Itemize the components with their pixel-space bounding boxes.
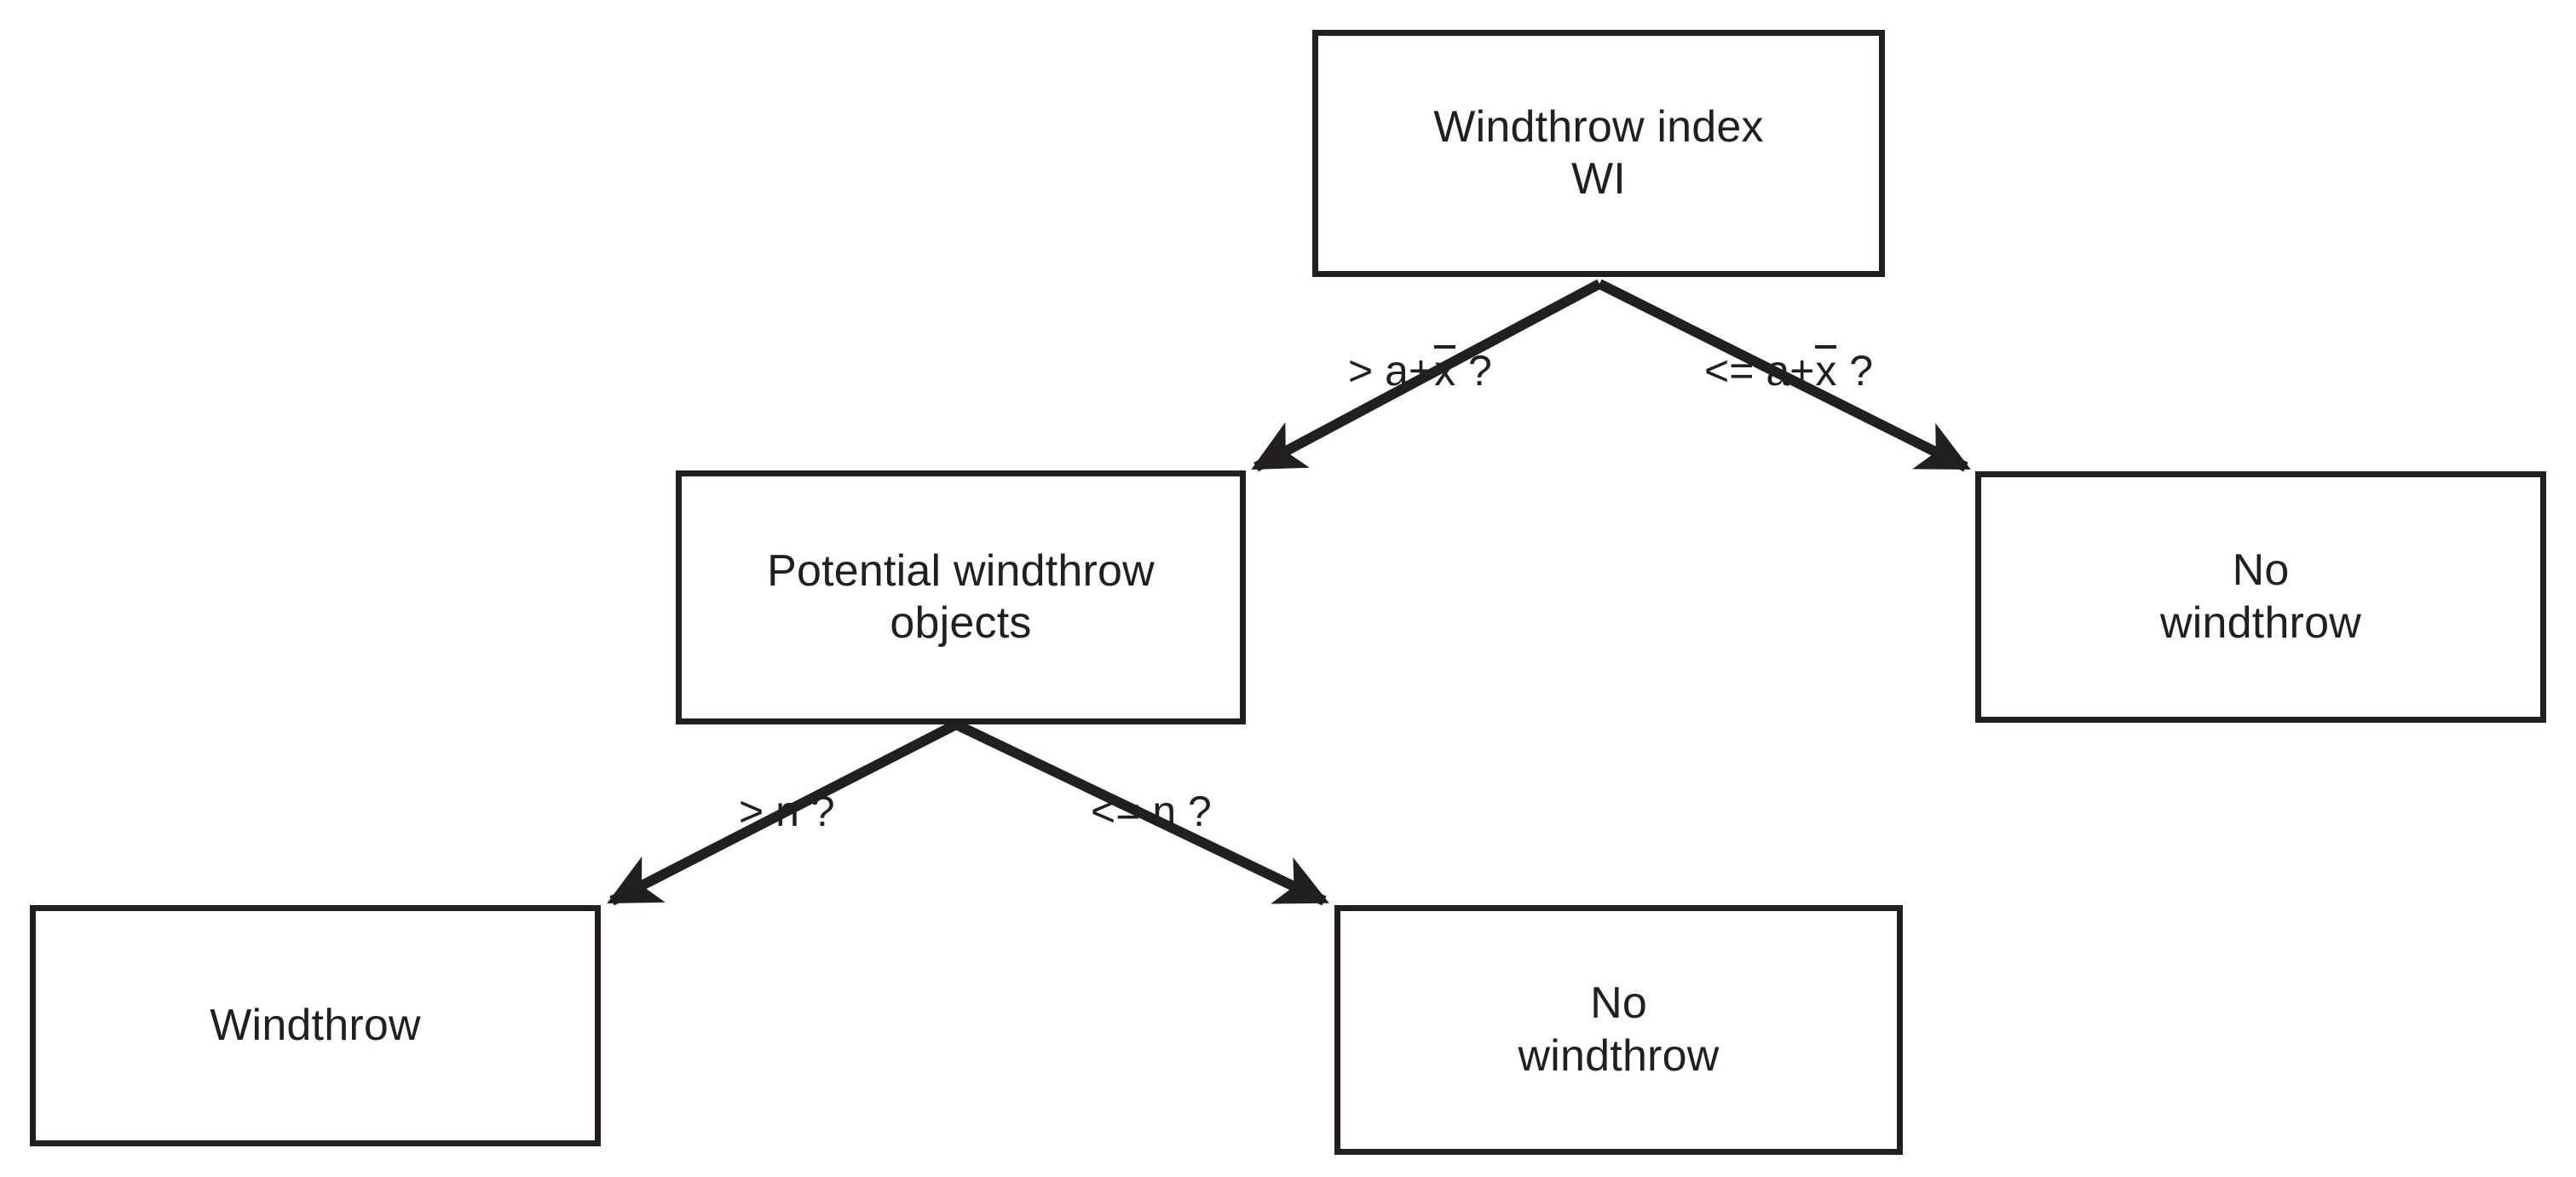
- edge-label-operator: >: [1348, 347, 1374, 395]
- node-label-potential-windthrow-objects: Potential windthrow objects: [767, 545, 1155, 648]
- edge-label-less-equal-a-plus-xbar: <= a+x ?: [1704, 345, 1873, 392]
- edge-label-question-mark: ?: [1849, 347, 1874, 395]
- edge-label-operator: <=: [1704, 347, 1755, 395]
- edge-potential-to-no-windthrow: [954, 719, 1329, 906]
- node-no-windthrow-bottom[interactable]: No windthrow: [1334, 905, 1903, 1155]
- edge-label-operator: <=: [1091, 788, 1141, 835]
- edge-label-greater-than-a-plus-xbar: > a+x ?: [1348, 345, 1492, 392]
- edge-label-overline-x: x: [1815, 345, 1837, 395]
- edge-potential-to-windthrow: [607, 719, 959, 906]
- node-windthrow[interactable]: Windthrow: [30, 905, 601, 1146]
- edge-label-operator: >: [739, 788, 764, 835]
- edge-label-less-equal-n: <= n ?: [1091, 790, 1212, 833]
- edge-label-question-mark: ?: [1468, 347, 1492, 395]
- edge-label-operand: a+: [1385, 347, 1434, 395]
- node-potential-windthrow-objects[interactable]: Potential windthrow objects: [676, 470, 1246, 724]
- node-label-windthrow-index: Windthrow index WI: [1433, 101, 1764, 204]
- edge-root-to-potential: [1251, 279, 1602, 472]
- node-label-no-windthrow-right: No windthrow: [2160, 545, 2361, 648]
- edge-root-to-no-windthrow: [1597, 279, 1971, 472]
- edge-label-operand: n: [1152, 788, 1177, 835]
- edge-label-overline-x: x: [1434, 345, 1456, 395]
- edge-label-greater-than-n: > n ?: [739, 790, 835, 833]
- edge-label-question-mark: ?: [1188, 788, 1212, 835]
- edge-label-question-mark: ?: [810, 788, 835, 835]
- node-label-windthrow: Windthrow: [210, 1000, 421, 1050]
- edge-label-operand: n: [775, 788, 799, 835]
- edge-label-operand: a+: [1766, 347, 1815, 395]
- node-windthrow-index[interactable]: Windthrow index WI: [1312, 30, 1885, 277]
- node-no-windthrow-right[interactable]: No windthrow: [1975, 471, 2546, 723]
- node-label-no-windthrow-bottom: No windthrow: [1518, 978, 1720, 1081]
